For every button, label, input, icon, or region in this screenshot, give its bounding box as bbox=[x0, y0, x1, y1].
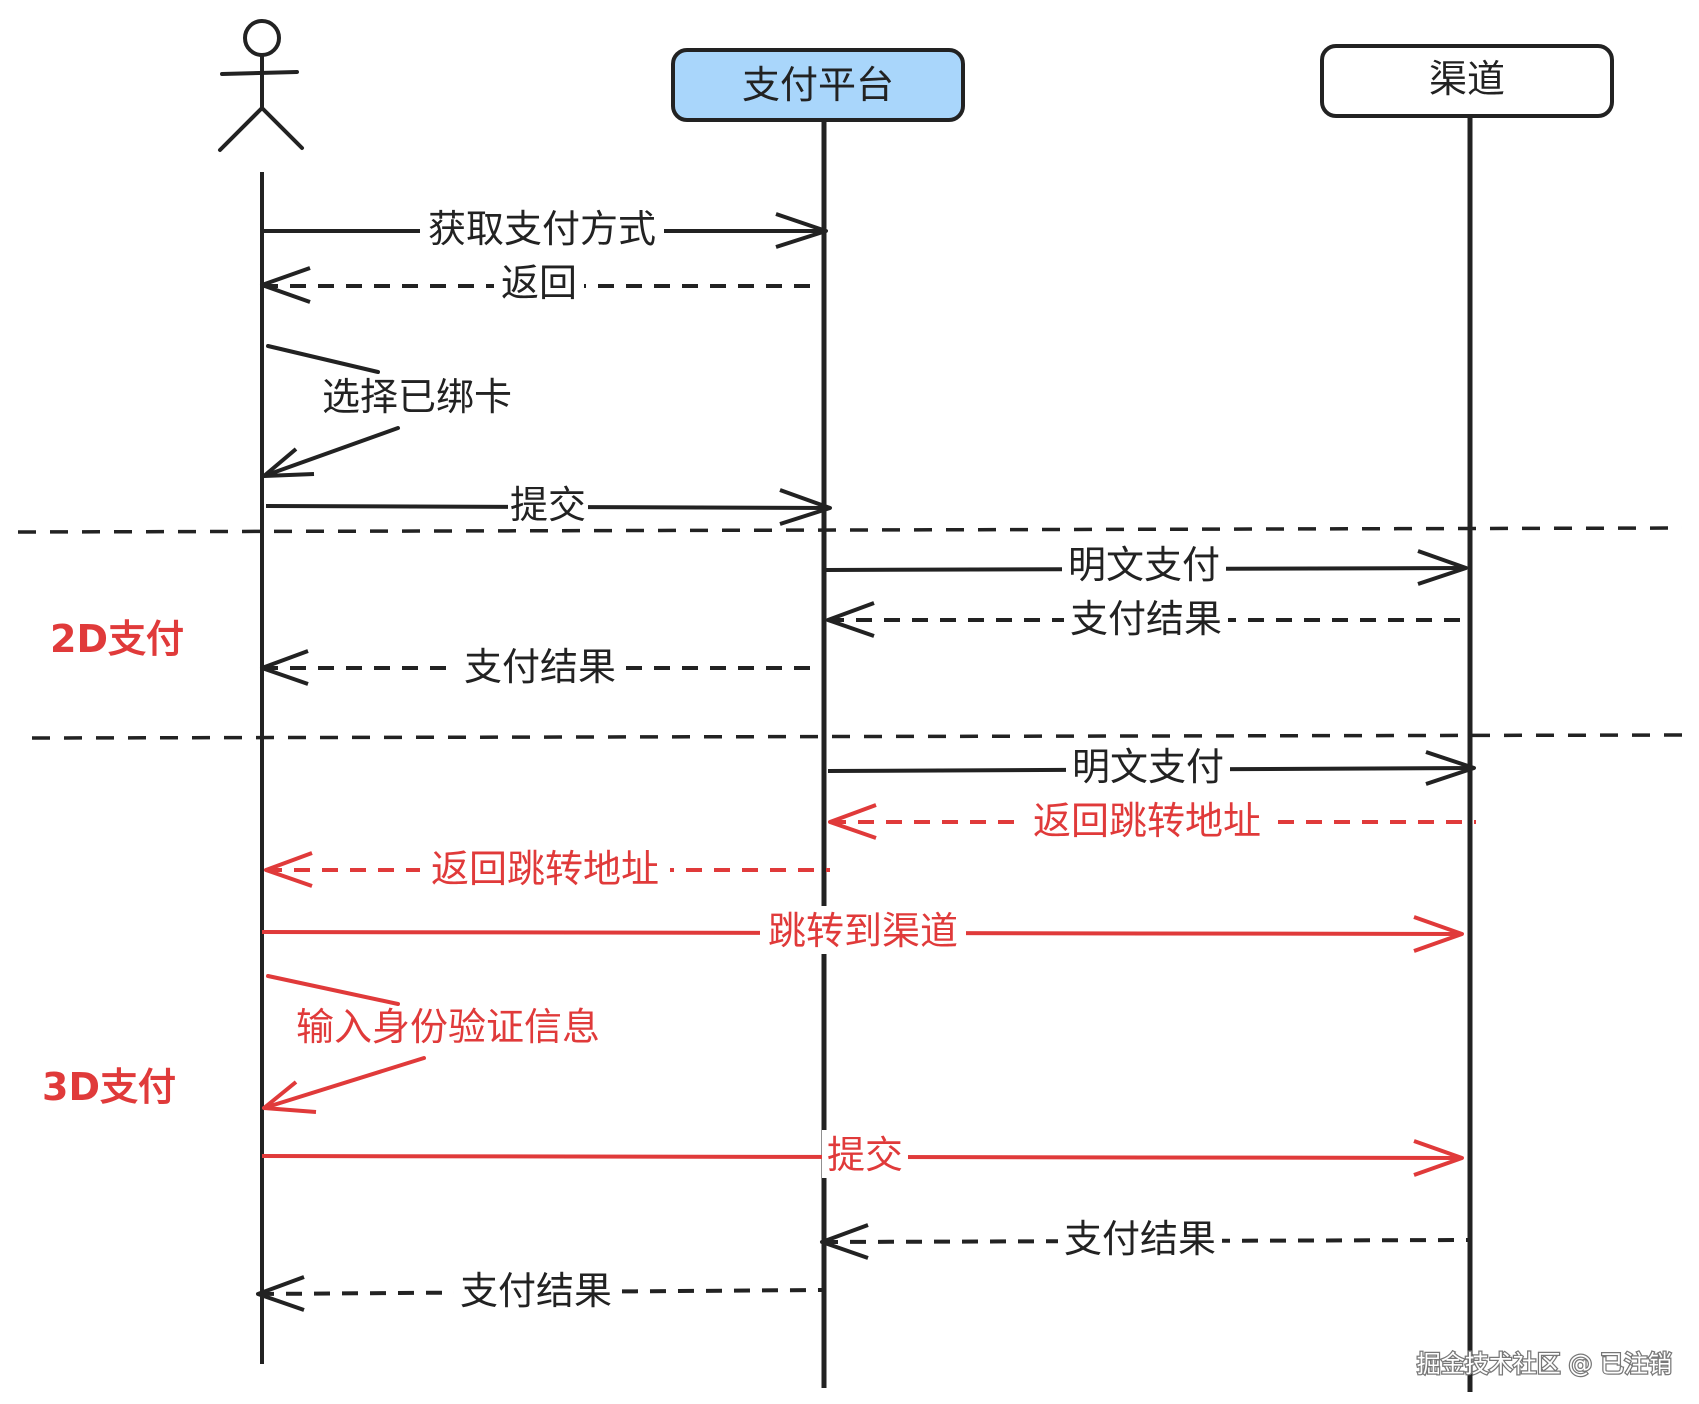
section-divider-top bbox=[17, 526, 1683, 534]
message-3-label: 选择已绑卡 bbox=[322, 375, 512, 419]
message-13-label: 提交 bbox=[827, 1133, 903, 1177]
message-14-label: 支付结果 bbox=[1064, 1217, 1216, 1261]
message-4: 提交 bbox=[265, 480, 832, 528]
participant-platform-label: 支付平台 bbox=[742, 63, 894, 107]
participant-platform: 支付平台 bbox=[671, 48, 965, 122]
message-15-label: 支付结果 bbox=[460, 1269, 612, 1313]
message-6: 支付结果 bbox=[826, 594, 1466, 642]
message-5: 明文支付 bbox=[825, 540, 1468, 588]
message-5-label: 明文支付 bbox=[1068, 543, 1220, 587]
section-label-3d: 3D支付 bbox=[42, 1065, 176, 1109]
message-1: 获取支付方式 bbox=[262, 204, 828, 252]
user-actor-icon bbox=[218, 19, 304, 152]
message-10: 返回跳转地址 bbox=[264, 844, 830, 892]
section-divider-middle bbox=[31, 733, 1691, 740]
participant-channel: 渠道 bbox=[1320, 44, 1614, 118]
message-9-label: 返回跳转地址 bbox=[1033, 799, 1261, 843]
message-12-label: 输入身份验证信息 bbox=[296, 1005, 600, 1049]
message-7-label: 支付结果 bbox=[464, 645, 616, 689]
message-8-label: 明文支付 bbox=[1072, 745, 1224, 789]
section-label-2d: 2D支付 bbox=[50, 617, 184, 661]
message-3: 选择已绑卡 bbox=[262, 344, 512, 478]
message-13: 提交 bbox=[261, 1130, 1464, 1178]
message-1-label: 获取支付方式 bbox=[428, 207, 656, 251]
message-2: 返回 bbox=[260, 258, 822, 306]
message-7: 支付结果 bbox=[260, 642, 822, 690]
message-12: 输入身份验证信息 bbox=[262, 974, 600, 1114]
participant-channel-label: 渠道 bbox=[1429, 57, 1505, 101]
message-9: 返回跳转地址 bbox=[828, 796, 1476, 844]
message-6-label: 支付结果 bbox=[1070, 597, 1222, 641]
message-2-label: 返回 bbox=[501, 261, 577, 305]
message-11-label: 跳转到渠道 bbox=[768, 909, 958, 953]
message-15: 支付结果 bbox=[256, 1266, 823, 1314]
message-4-label: 提交 bbox=[510, 483, 586, 527]
message-8: 明文支付 bbox=[827, 742, 1476, 790]
message-11: 跳转到渠道 bbox=[261, 906, 1464, 954]
message-10-label: 返回跳转地址 bbox=[431, 847, 659, 891]
message-14: 支付结果 bbox=[820, 1214, 1469, 1262]
watermark: 掘金技术社区 @ 已注销 bbox=[1417, 1350, 1672, 1378]
